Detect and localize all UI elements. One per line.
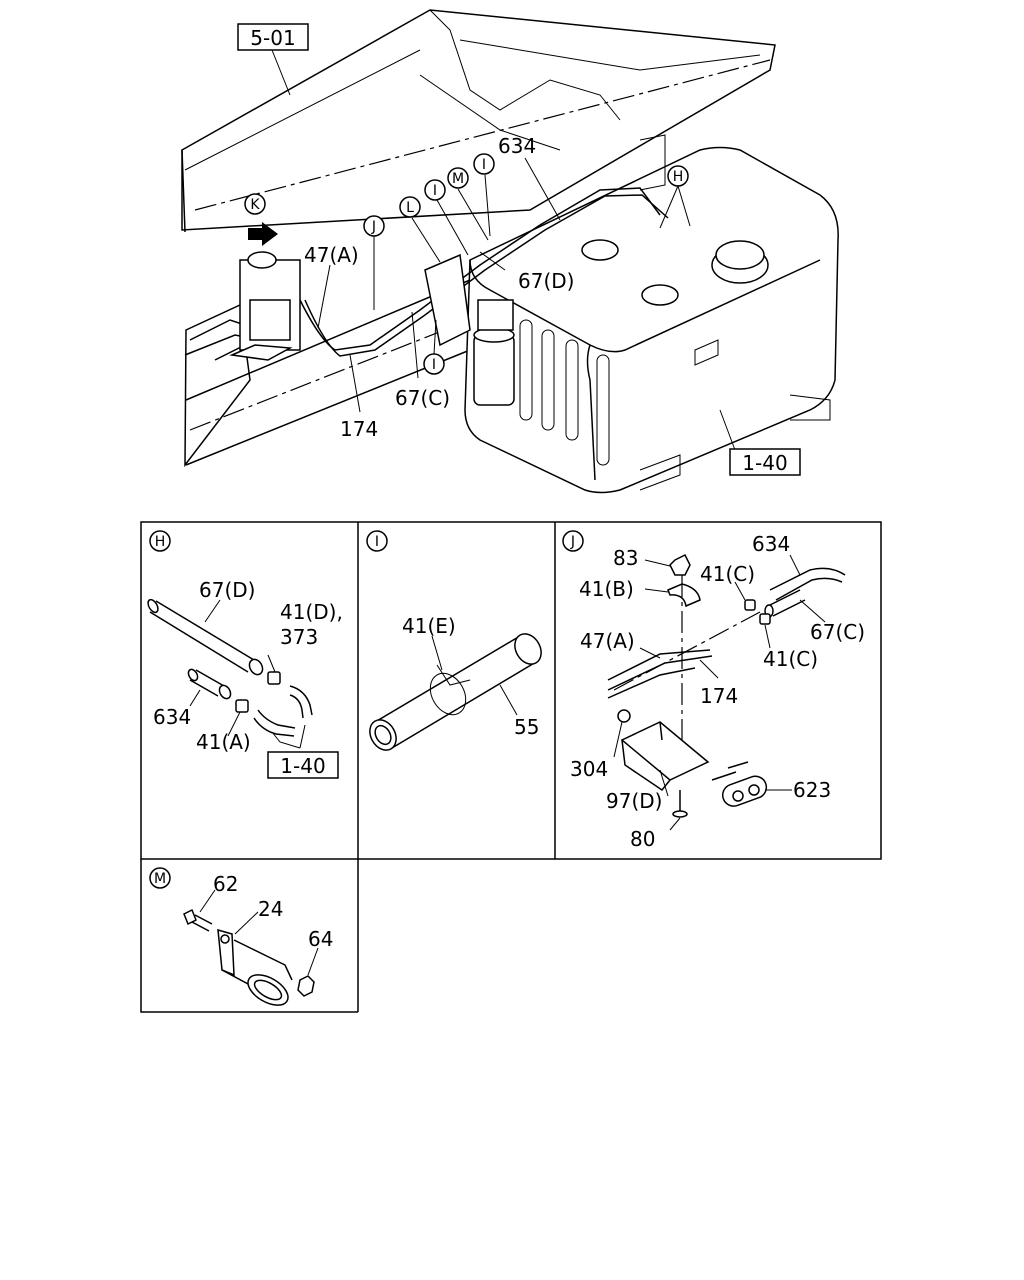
callout-i-2: I xyxy=(473,153,495,175)
callout-m-label: M xyxy=(452,171,464,187)
panel-j: J xyxy=(562,530,865,851)
panel-m-label-62: 62 xyxy=(213,872,238,896)
main-label-67d: 67(D) xyxy=(518,269,574,293)
panel-j-label-304: 304 xyxy=(570,757,608,781)
callout-m: M xyxy=(447,167,469,189)
panel-m-label-24: 24 xyxy=(258,897,283,921)
clamp-623 xyxy=(711,761,768,807)
nut-304 xyxy=(617,709,631,723)
callout-i-1-label: I xyxy=(433,183,437,199)
panel-j-label-47a: 47(A) xyxy=(580,629,635,653)
bracket-24 xyxy=(217,928,293,1006)
callout-i-2-label: I xyxy=(482,157,486,173)
hose-634 xyxy=(187,668,232,700)
panel-h-letter: H xyxy=(155,534,166,550)
panel-j-label-80: 80 xyxy=(630,827,655,851)
fuel-tank xyxy=(464,134,839,494)
fuel-pump-assembly xyxy=(229,251,301,361)
pipe-stub-upper xyxy=(289,685,313,716)
ref-5-01-label: 5-01 xyxy=(250,26,295,50)
main-assembly: 5-01 1-40 K J L I M I H xyxy=(181,9,839,494)
panel-h-label-373: 373 xyxy=(280,625,318,649)
clip-41a xyxy=(235,699,249,713)
hose-67d xyxy=(147,598,264,676)
callout-j-label: J xyxy=(371,219,376,235)
nut-83 xyxy=(669,553,691,576)
panel-i-label-41e: 41(E) xyxy=(402,614,456,638)
clip-41d xyxy=(267,671,281,685)
main-label-67c: 67(C) xyxy=(395,386,450,410)
panel-m: M 62 24 64 xyxy=(149,867,333,1006)
callout-l: L xyxy=(399,196,421,218)
main-label-174: 174 xyxy=(340,417,378,441)
pipes-47a-174 xyxy=(607,649,713,699)
panel-i-letter: I xyxy=(375,534,379,550)
callout-j: J xyxy=(363,215,385,237)
callout-i-3: I xyxy=(423,353,445,375)
ref-1-40-label: 1-40 xyxy=(742,451,787,475)
panel-j-letter: J xyxy=(570,534,575,550)
callout-h-label: H xyxy=(673,169,684,185)
panel-i-label-55: 55 xyxy=(514,715,539,739)
panel-m-label-64: 64 xyxy=(308,927,333,951)
bolt-62 xyxy=(183,908,213,932)
bolt-80 xyxy=(672,790,688,818)
callout-k: K xyxy=(244,193,266,215)
callout-h: H xyxy=(667,165,689,187)
panel-j-label-41c-upper: 41(C) xyxy=(700,562,755,586)
ref-box-1-40 xyxy=(729,448,801,476)
callout-k-label: K xyxy=(250,197,260,213)
pipe-55 xyxy=(369,633,542,751)
clip-41c-upper xyxy=(744,599,756,611)
pipe-stub-lower xyxy=(257,709,296,729)
panel-m-letter: M xyxy=(154,871,166,887)
panel-h-ref-label: 1-40 xyxy=(280,754,325,778)
ref-box-5-01 xyxy=(237,23,309,51)
panel-j-label-634: 634 xyxy=(752,532,790,556)
leader-lines xyxy=(271,49,736,451)
panel-i: I 41(E) 55 xyxy=(366,530,542,751)
panel-j-label-174: 174 xyxy=(700,684,738,708)
panel-h: H 1-40 67(D) 41(D), 373 xyxy=(147,530,343,779)
panel-h-label-41d: 41(D), xyxy=(280,600,343,624)
callout-i-3-label: I xyxy=(432,357,436,373)
main-label-47a: 47(A) xyxy=(304,243,359,267)
callout-l-label: L xyxy=(406,200,414,216)
panel-h-label-41a: 41(A) xyxy=(196,730,251,754)
detail-panels-frame xyxy=(140,521,882,1013)
view-k-arrow xyxy=(248,222,278,246)
panel-j-label-41b: 41(B) xyxy=(579,577,634,601)
clamp-41e xyxy=(429,664,471,716)
callout-i-1: I xyxy=(424,179,446,201)
clip-41c-lower xyxy=(759,613,771,625)
panel-h-ref-box xyxy=(267,751,339,779)
panel-h-label-634: 634 xyxy=(153,705,191,729)
panel-j-label-97d: 97(D) xyxy=(606,789,662,813)
panel-h-label-67d: 67(D) xyxy=(199,578,255,602)
main-label-634: 634 xyxy=(498,134,536,158)
nut-64 xyxy=(297,975,315,997)
bracket-97d xyxy=(620,721,710,792)
panel-j-label-83: 83 xyxy=(613,546,638,570)
panel-j-label-67c: 67(C) xyxy=(810,620,865,644)
panel-j-label-41c-lower: 41(C) xyxy=(763,647,818,671)
hose-634-67c xyxy=(764,567,846,618)
panel-j-label-623: 623 xyxy=(793,778,831,802)
frame-rail xyxy=(181,9,776,468)
clip-41b xyxy=(667,583,701,608)
